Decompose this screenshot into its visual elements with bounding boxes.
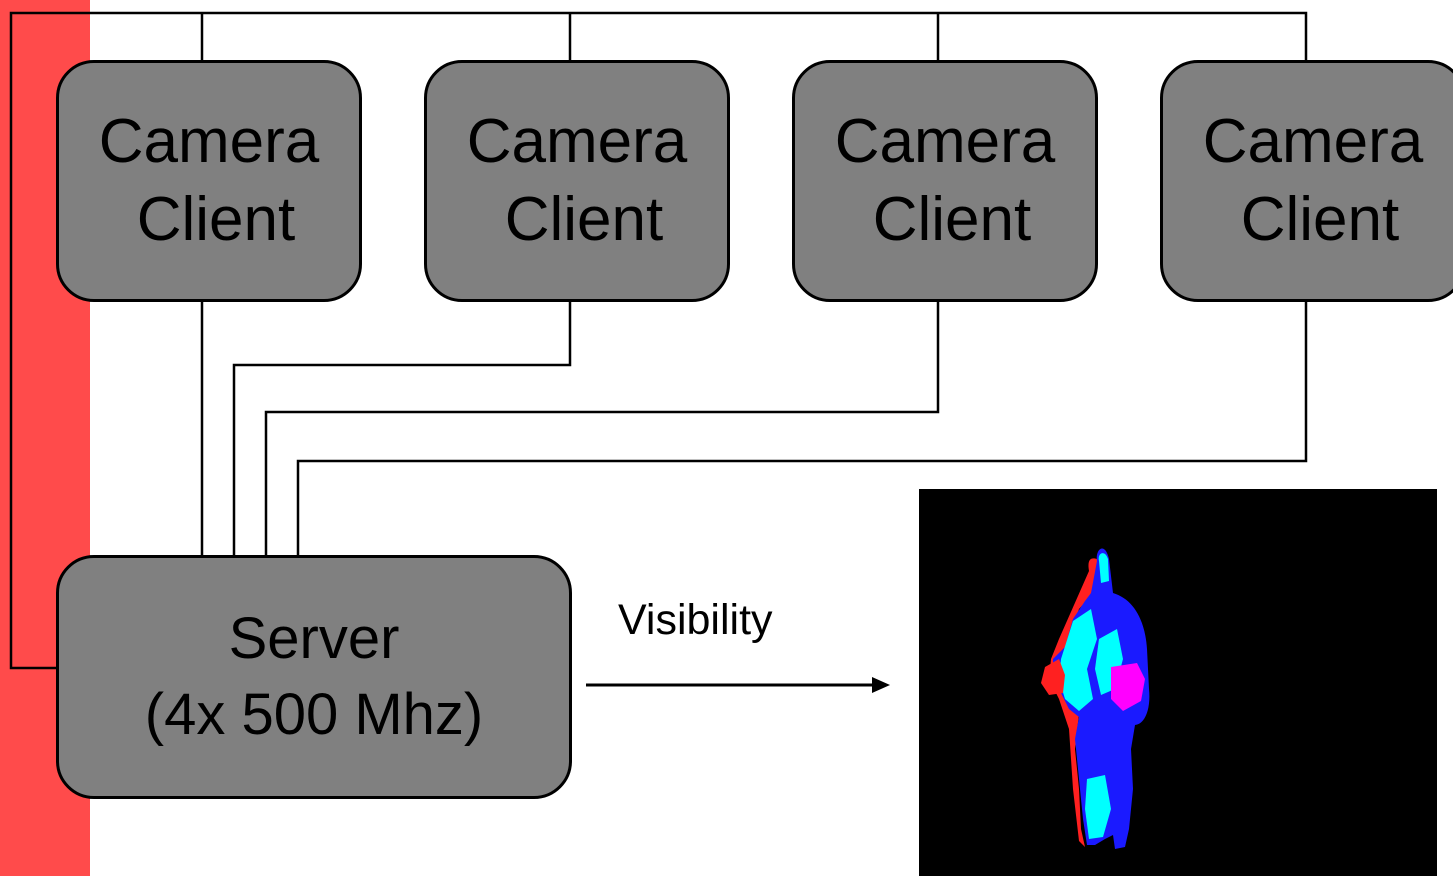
camera-client-4: Camera Client — [1160, 60, 1453, 302]
client-4-server-link — [296, 302, 1308, 555]
client-3-label-line1: Camera — [834, 107, 1056, 176]
client-4-label-line2: Client — [1240, 185, 1400, 254]
client-3-label-line2: Client — [872, 185, 1032, 254]
server-label-line2: (4x 500 Mhz) — [144, 682, 484, 747]
server-label-line1: Server — [228, 606, 400, 671]
figure-leg-patch — [1085, 775, 1111, 839]
camera-client-3: Camera Client — [792, 60, 1098, 302]
top-bus-line — [9, 11, 1308, 670]
client-1-label-line2: Client — [136, 185, 296, 254]
camera-client-1: Camera Client — [56, 60, 362, 302]
client-3-server-link — [264, 302, 940, 555]
arrowhead-icon — [872, 677, 890, 693]
figure-left-arm — [1059, 609, 1097, 711]
server-box: Server (4x 500 Mhz) — [56, 555, 572, 799]
visibility-output-image — [919, 489, 1437, 876]
visibility-label: Visibility — [618, 596, 773, 644]
camera-client-2: Camera Client — [424, 60, 730, 302]
client-1-label-line1: Camera — [98, 107, 320, 176]
client-2-server-link — [232, 302, 572, 555]
client-4-label-line1: Camera — [1202, 107, 1424, 176]
client-2-label-line1: Camera — [466, 107, 688, 176]
figure-head — [1098, 553, 1109, 583]
person-silhouette-icon — [1041, 548, 1150, 849]
figure-magenta-region — [1111, 663, 1145, 711]
figure-red-hand — [1041, 659, 1065, 695]
client-2-label-line2: Client — [504, 185, 664, 254]
